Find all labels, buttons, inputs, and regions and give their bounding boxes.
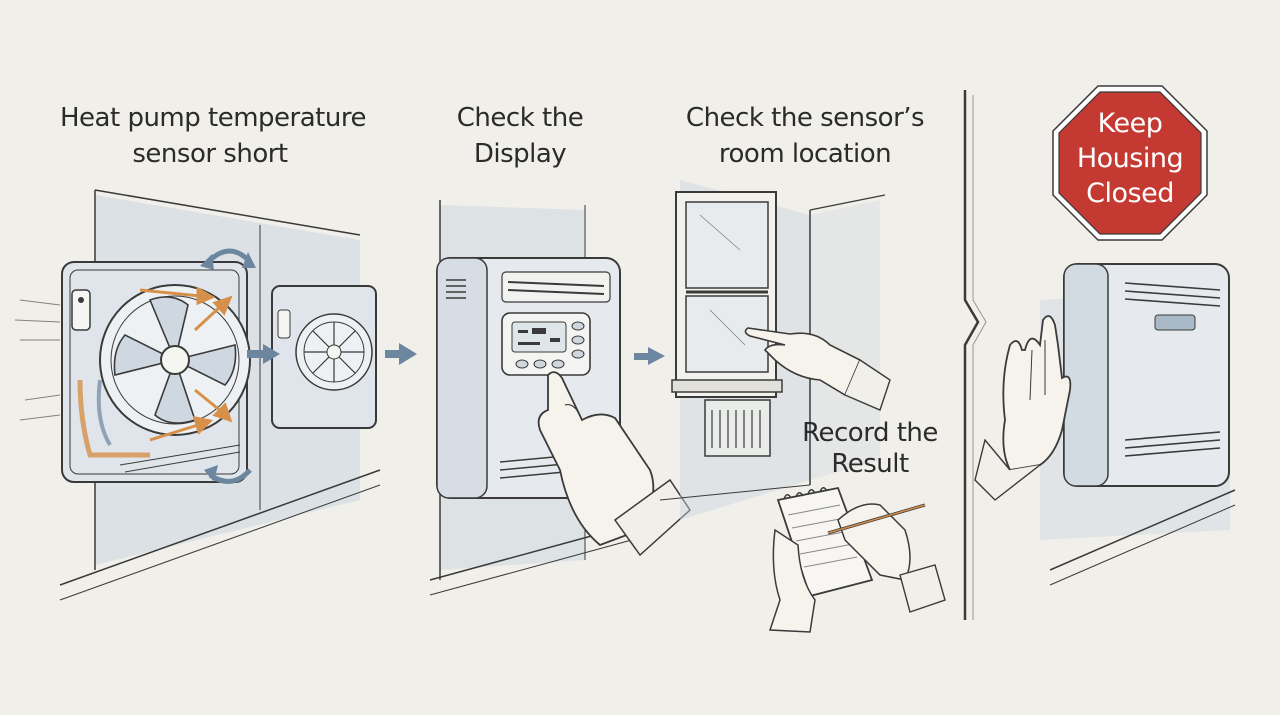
window [671,191,783,398]
stop-sign-line3: Closed [1086,178,1174,209]
caption-heat-pump-line1: Heat pump temperature [60,103,366,133]
closed-wall-unit [1063,263,1230,487]
panel-room-location [659,180,946,633]
stop-sign-line1: Keep [1097,108,1163,139]
caption-record-result-line2: Result [831,449,909,479]
stop-sign-line2: Housing [1076,143,1184,174]
panel-keep-closed [974,85,1236,586]
wall-vent [704,399,771,457]
step-arrow-3 [634,347,665,365]
caption-check-display: Check the Display [440,100,600,172]
caption-check-display-line1: Check the [456,103,584,133]
caption-record-result-line1: Record the [802,418,938,448]
step-arrow-1 [247,344,280,364]
hand-pointing [744,327,891,411]
caption-room-location: Check the sensor’s room location [680,100,930,172]
caption-heat-pump: Heat pump temperature sensor short [60,100,366,172]
caption-heat-pump-line2: sensor short [132,139,288,169]
panel-heat-pump [14,189,381,601]
stop-sign-text: Keep Housing Closed [1054,106,1206,211]
caption-check-display-line2: Display [473,139,567,169]
panel-divider [963,90,980,620]
caption-room-location-line2: room location [718,139,892,169]
caption-room-location-line1: Check the sensor’s [685,103,925,133]
heat-pump-unit-small [271,285,377,429]
airflow-arrows [139,286,233,442]
stop-sign [1052,85,1208,241]
notepad-writing [768,486,946,633]
hand-stop [974,315,1072,501]
panel-display [429,200,691,596]
caption-record-result: Record the Result [795,418,945,480]
heat-pump-unit [61,261,251,483]
step-arrow-2 [385,343,417,365]
